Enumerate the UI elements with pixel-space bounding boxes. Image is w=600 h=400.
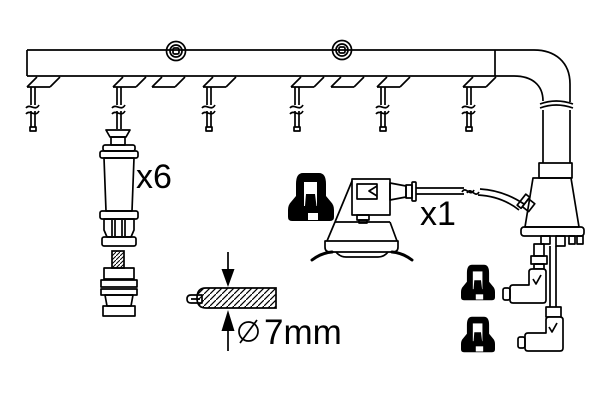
funnel-boot [520, 162, 585, 247]
elbow-connector-2 [517, 306, 564, 352]
cable-cross-section [196, 287, 277, 309]
base-foot-right [390, 250, 414, 262]
hanging-lead-1 [25, 76, 61, 132]
lead-wire [416, 187, 464, 195]
boot-quantity-label: x6 [136, 158, 172, 196]
spark-plug [100, 250, 138, 317]
protective-rubber-cap-right-2 [461, 316, 495, 353]
wire-end-plug [516, 193, 536, 213]
hanging-lead-5 [375, 76, 411, 132]
pipe-break-symbol [539, 100, 574, 109]
coil-lead-quantity-label: x1 [420, 195, 456, 233]
diameter-value-label: 7mm [264, 313, 342, 352]
connector-base [324, 240, 399, 253]
connector-body [326, 221, 398, 242]
threaded-stud [111, 250, 125, 269]
elbow-connector-1 [502, 243, 548, 304]
cable-rail-with-elbow [26, 49, 574, 163]
hanging-lead-2 [111, 76, 147, 129]
connector-window [356, 183, 378, 200]
mounting-grommet-2 [331, 39, 353, 61]
drop-wire-right [549, 246, 557, 307]
protective-rubber-cap-middle [288, 173, 334, 221]
base-foot-left [310, 250, 334, 262]
wire-break-symbol [461, 189, 480, 195]
down-pipe [542, 110, 571, 163]
measure-arrow-top [221, 269, 235, 287]
hanging-lead-6 [461, 76, 497, 132]
spark-plug-boot [99, 129, 139, 247]
hanging-lead-3 [201, 76, 237, 132]
protective-rubber-cap-right-1 [461, 264, 495, 301]
rail-tab-empty-1 [151, 76, 186, 88]
coil-connector-lead [310, 178, 536, 262]
rail-tab-empty-2 [330, 76, 365, 88]
measure-arrow-bottom [221, 310, 235, 331]
hanging-lead-4 [289, 76, 325, 132]
plug-nose [389, 182, 407, 201]
mounting-grommet-1 [165, 40, 187, 62]
diameter-symbol-icon [238, 319, 259, 344]
lead-wire-continued [477, 188, 525, 211]
cable-diameter-measurement: 7mm [186, 252, 342, 352]
